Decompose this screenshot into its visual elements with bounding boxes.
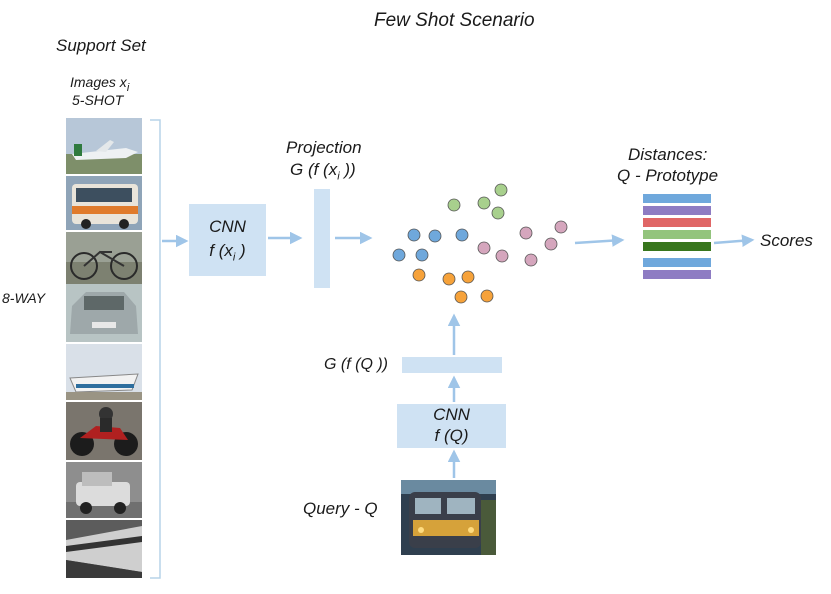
bicycle-image xyxy=(66,232,142,284)
embedding-point-orange xyxy=(461,270,475,284)
embedding-point-green xyxy=(494,183,508,197)
scores-label: Scores xyxy=(760,231,813,250)
support-set-title: Support Set xyxy=(56,36,146,55)
distance-bar xyxy=(643,258,711,267)
embedding-point-orange xyxy=(480,289,494,303)
arrow-distances-to-scores xyxy=(713,234,755,248)
cnn-support-title: CNN xyxy=(209,217,246,236)
cnn-query-title: CNN xyxy=(433,405,470,424)
embedding-point-pink xyxy=(554,220,568,234)
embedding-point-blue xyxy=(428,229,442,243)
distances-subtitle: Q - Prototype xyxy=(617,166,719,185)
car-image xyxy=(66,284,142,342)
vehicle-image xyxy=(66,462,142,518)
embedding-point-orange xyxy=(454,290,468,304)
query-projection-bar xyxy=(402,357,502,373)
distance-bar xyxy=(643,206,711,215)
embedding-point-pink xyxy=(477,241,491,255)
boat-image xyxy=(66,344,142,400)
distance-bar xyxy=(643,218,711,227)
arrow-embedding-to-distances xyxy=(574,234,625,247)
embedding-points xyxy=(392,183,568,304)
embedding-point-blue xyxy=(392,248,406,262)
embedding-point-green xyxy=(447,198,461,212)
distances-title: Distances: xyxy=(628,145,708,164)
distance-bar xyxy=(643,230,711,239)
diagram-title: Few Shot Scenario xyxy=(374,10,535,31)
way-label: 8-WAY xyxy=(2,290,46,306)
embedding-point-green xyxy=(491,206,505,220)
projection-bar xyxy=(314,189,330,288)
embedding-point-pink xyxy=(524,253,538,267)
distance-bar xyxy=(643,242,711,251)
distance-bar xyxy=(643,194,711,203)
bus-image xyxy=(66,176,142,230)
embedding-point-pink xyxy=(495,249,509,263)
projection-func: G (f (xi )) xyxy=(290,160,356,183)
embedding-point-green xyxy=(477,196,491,210)
airplane-image xyxy=(66,118,142,174)
query-train-image xyxy=(401,480,496,555)
cnn-support-func: f (xi ) xyxy=(209,241,246,264)
embedding-point-orange xyxy=(412,268,426,282)
train-interior-image xyxy=(66,520,142,578)
cnn-support-box xyxy=(189,204,266,276)
embedding-point-blue xyxy=(415,248,429,262)
cnn-query-box xyxy=(397,404,506,448)
support-bracket xyxy=(150,119,161,579)
shot-label: 5-SHOT xyxy=(72,92,124,108)
query-label: Query - Q xyxy=(303,499,378,518)
images-label: Images xi xyxy=(70,74,130,94)
embedding-point-blue xyxy=(455,228,469,242)
embedding-point-pink xyxy=(544,237,558,251)
motorbike-image xyxy=(66,402,142,460)
distance-bar xyxy=(643,270,711,279)
projection-title: Projection xyxy=(286,138,362,157)
embedding-point-blue xyxy=(407,228,421,242)
cnn-query-func: f (Q) xyxy=(434,426,469,445)
query-projection-label: G (f (Q )) xyxy=(324,356,388,373)
embedding-point-orange xyxy=(442,272,456,286)
embedding-point-pink xyxy=(519,226,533,240)
